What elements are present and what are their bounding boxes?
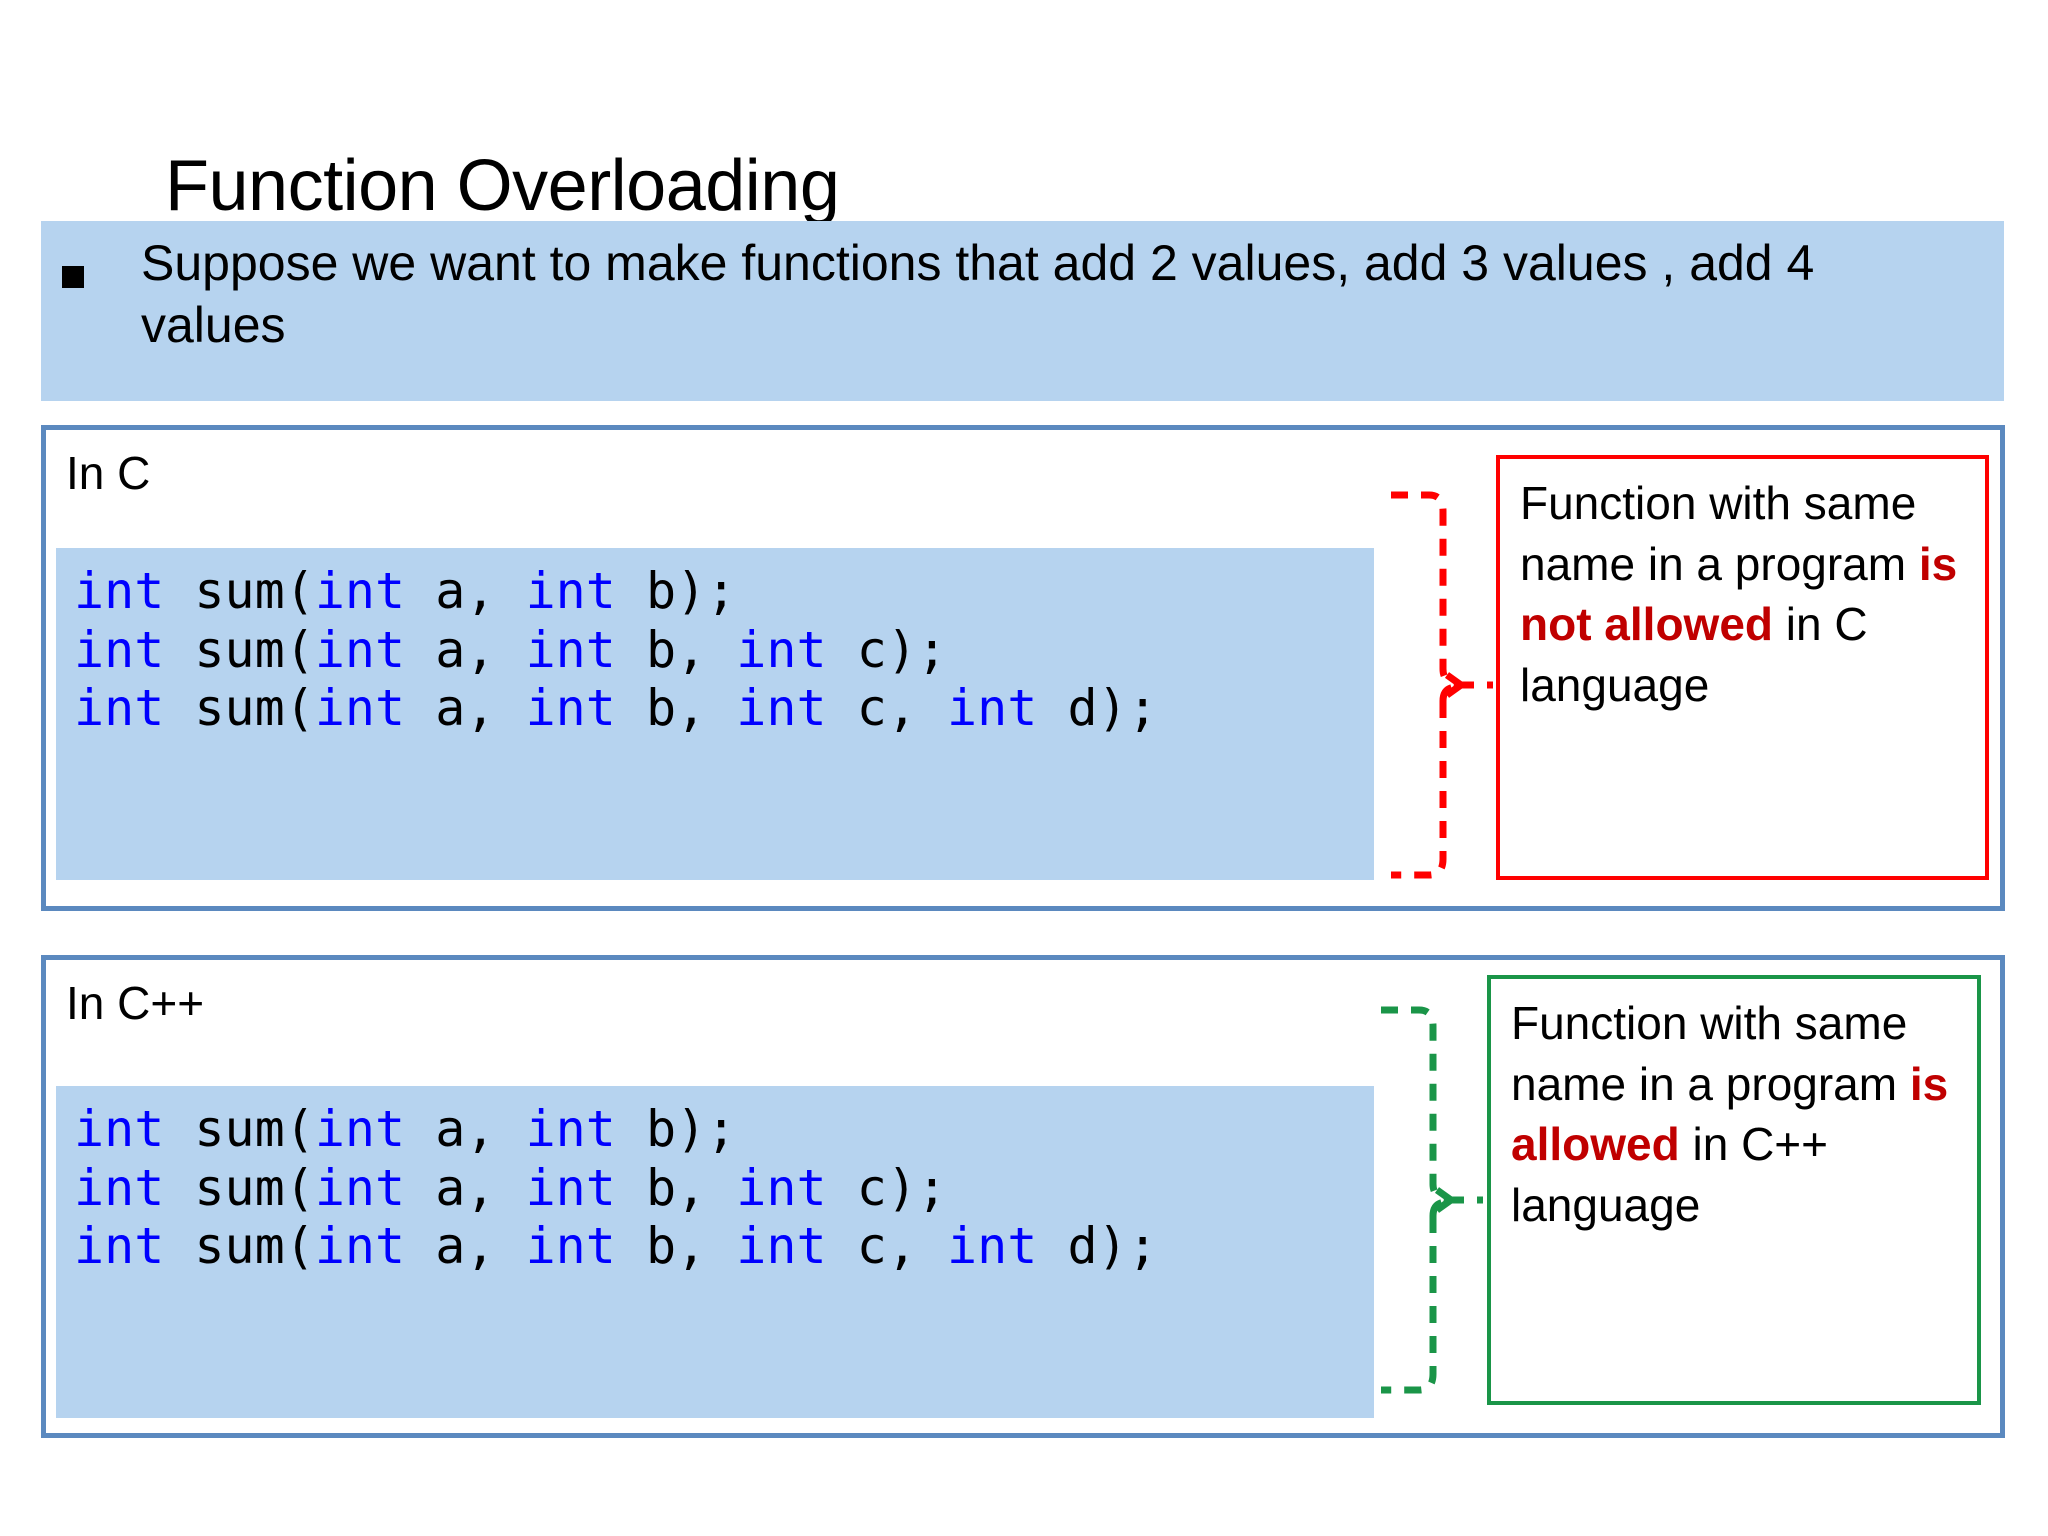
callout-in-c: Function with same name in a program is … (1496, 455, 1989, 880)
code-text: a, (405, 562, 526, 620)
code-keyword: int (736, 679, 827, 737)
code-keyword: int (525, 1158, 616, 1217)
code-text: c, (826, 679, 948, 737)
code-text: b); (615, 1100, 737, 1158)
intro-bullet-text: Suppose we want to make functions that a… (141, 235, 1815, 353)
code-text: b, (615, 1158, 737, 1217)
code-text: a, (405, 1217, 526, 1275)
code-text: a, (405, 1158, 526, 1217)
code-keyword: int (736, 1217, 827, 1275)
code-text: b, (615, 620, 737, 679)
code-keyword: int (314, 1217, 406, 1275)
code-keyword: int (74, 1217, 165, 1275)
code-text: a, (405, 620, 526, 679)
panel-label-in-c: In C (66, 447, 151, 499)
callout-in-cpp-emphasis: is allowed (1511, 1057, 1949, 1171)
code-text: c); (826, 620, 948, 679)
code-keyword: int (525, 620, 616, 679)
panel-label-in-cpp: In C++ (66, 977, 205, 1029)
code-text: b); (615, 562, 737, 620)
callout-in-c-text-1: Function with same name in a program (1520, 477, 1919, 590)
callout-in-c-text-2: in C language (1520, 598, 1868, 712)
code-text: a, (405, 679, 526, 737)
code-keyword: int (525, 1217, 616, 1275)
code-keyword: int (314, 562, 406, 620)
code-text: sum( (164, 1217, 315, 1275)
square-bullet-icon (62, 266, 84, 288)
code-text: a, (405, 1100, 526, 1158)
intro-banner: Suppose we want to make functions that a… (41, 221, 2004, 401)
code-keyword: int (314, 620, 406, 679)
code-keyword: int (74, 1158, 165, 1217)
code-block-in-c: int sum(int a, int b); int sum(int a, in… (56, 548, 1374, 880)
code-text: c, (826, 1217, 948, 1275)
code-text: b, (615, 679, 737, 737)
dashed-curly-brace-green-icon (1381, 1006, 1483, 1394)
code-keyword: int (314, 1100, 406, 1158)
code-text: b, (615, 1217, 737, 1275)
code-keyword: int (525, 679, 616, 737)
code-keyword: int (74, 562, 165, 620)
panel-in-cpp: In C++ int sum(int a, int b); int sum(in… (41, 955, 2005, 1438)
code-keyword: int (736, 1158, 827, 1217)
code-keyword: int (947, 1217, 1038, 1275)
code-text: sum( (164, 1158, 315, 1217)
code-text: c); (826, 1158, 948, 1217)
code-text: d); (1037, 679, 1158, 737)
callout-in-c-emphasis: is not allowed (1520, 537, 1958, 651)
code-keyword: int (947, 679, 1038, 737)
code-keyword: int (525, 562, 616, 620)
code-keyword: int (74, 1100, 165, 1158)
code-keyword: int (74, 679, 165, 737)
dashed-curly-brace-red-icon (1391, 491, 1493, 879)
page-title: Function Overloading (165, 146, 840, 226)
code-text: sum( (164, 562, 315, 620)
code-keyword: int (525, 1100, 616, 1158)
code-text: sum( (164, 679, 315, 737)
callout-in-cpp: Function with same name in a program is … (1487, 975, 1981, 1405)
code-keyword: int (736, 620, 827, 679)
code-block-in-cpp: int sum(int a, int b); int sum(int a, in… (56, 1086, 1374, 1418)
code-text: sum( (164, 1100, 315, 1158)
callout-in-cpp-text-1: Function with same name in a program (1511, 997, 1910, 1110)
code-keyword: int (314, 1158, 406, 1217)
callout-in-cpp-text-2: in C++ language (1511, 1118, 1829, 1232)
code-keyword: int (314, 679, 406, 737)
code-keyword: int (74, 620, 165, 679)
code-text: d); (1037, 1217, 1158, 1275)
code-text: sum( (164, 620, 315, 679)
